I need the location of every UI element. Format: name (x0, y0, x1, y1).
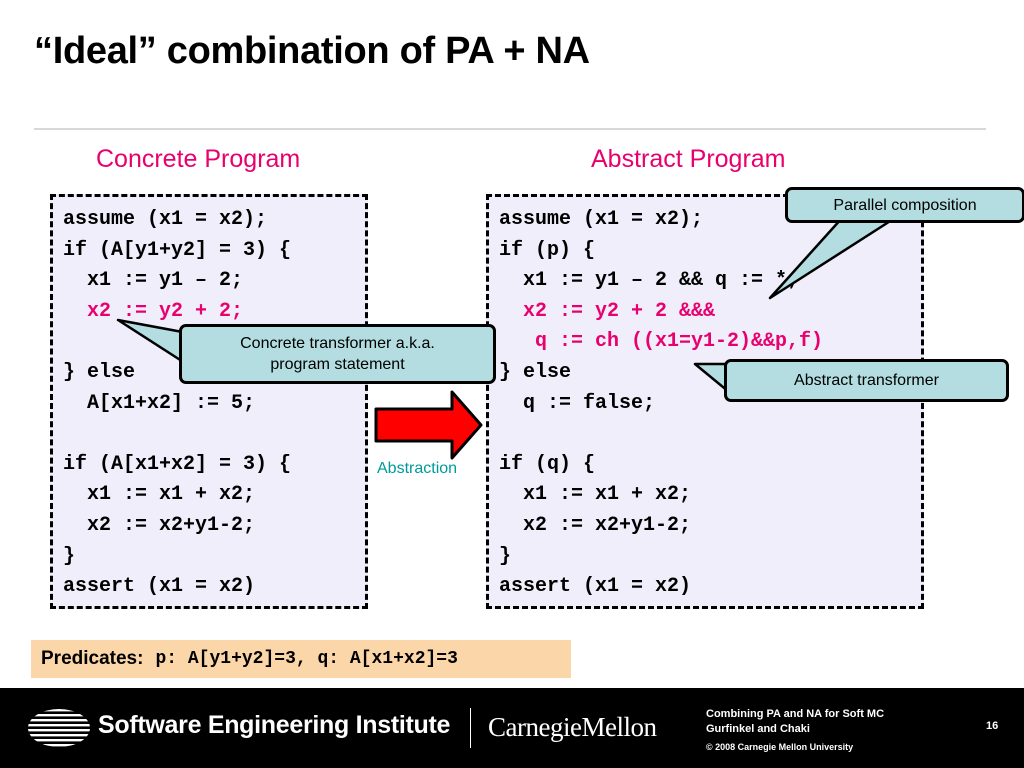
abstract-program-heading: Abstract Program (591, 145, 786, 173)
abstract-transformer-text: Abstract transformer (794, 372, 939, 389)
code-line: if (q) { (499, 452, 596, 476)
page-number: 16 (986, 720, 999, 732)
parallel-composition-callout: Parallel composition (785, 187, 1024, 223)
code-line: } (63, 544, 76, 568)
footer-divider (470, 708, 471, 748)
abstract-transformer-callout: Abstract transformer (724, 359, 1009, 402)
title-divider (34, 128, 986, 130)
abstraction-label: Abstraction (377, 460, 458, 477)
code-line: x1 := x1 + x2; (499, 483, 692, 507)
concrete-program-heading: Concrete Program (96, 145, 301, 173)
footer-talk-title: Combining PA and NA for Soft MC (706, 708, 885, 720)
code-line: x2 := y2 + 2; (63, 299, 244, 323)
callout-pointers (116, 216, 897, 460)
concrete-transformer-callout: Concrete transformer a.k.a. program stat… (179, 324, 496, 384)
cmu-wordmark: CarnegieMellon (488, 712, 657, 742)
code-line: x1 := y1 – 2 && q := *; (499, 269, 800, 293)
parallel-composition-text: Parallel composition (833, 196, 977, 214)
code-line: assume (x1 = x2); (63, 208, 268, 231)
code-line: A[x1+x2] := 5; (63, 391, 256, 415)
code-line: x2 := x2+y1-2; (499, 513, 692, 537)
code-line: q := ch ((x1=y1-2)&&p,f) (499, 330, 824, 354)
abstraction-arrow (374, 390, 483, 460)
concrete-code-box: assume (x1 = x2); if (A[y1+y2] = 3) { x1 … (50, 194, 368, 609)
code-line: x1 := x1 + x2; (63, 483, 256, 507)
code-line: if (A[x1+x2] = 3) { (63, 452, 292, 476)
code-line: } (499, 544, 512, 568)
concrete-code: assume (x1 = x2); if (A[y1+y2] = 3) { x1 … (63, 205, 365, 603)
predicates-box: Predicates: p: A[y1+y2]=3, q: A[x1+x2]=3 (31, 640, 571, 678)
code-line: x2 := y2 + 2 &&& (499, 299, 716, 323)
abstract-code-box: assume (x1 = x2); if (p) { x1 := y1 – 2 &… (486, 194, 924, 609)
abstract-code: assume (x1 = x2); if (p) { x1 := y1 – 2 &… (499, 205, 921, 603)
sei-globe-icon (28, 709, 90, 747)
code-line: } else (63, 360, 136, 384)
footer-authors: Gurfinkel and Chaki (706, 723, 810, 735)
code-line: q := false; (499, 391, 656, 415)
concrete-callout-pointer (116, 318, 190, 367)
slide-title: “Ideal” combination of PA + NA (34, 30, 590, 72)
code-line: x2 := x2+y1-2; (63, 513, 256, 537)
code-line: if (A[y1+y2] = 3) { (63, 238, 292, 262)
footer-bar (0, 688, 1024, 768)
parallel-callout-pointer (768, 216, 897, 300)
code-line: if (p) { (499, 238, 596, 262)
code-line: x1 := y1 – 2; (63, 269, 244, 293)
sei-wordmark: Software Engineering Institute (98, 711, 451, 739)
footer-copyright: © 2008 Carnegie Mellon University (706, 742, 854, 752)
predicates-value: p: A[y1+y2]=3, q: A[x1+x2]=3 (155, 649, 458, 669)
concrete-transformer-text: Concrete transformer a.k.a. program stat… (240, 335, 435, 373)
code-line: } else (499, 360, 572, 384)
predicates-label: Predicates: (41, 648, 144, 669)
code-line: assert (x1 = x2) (63, 575, 256, 599)
code-line: assume (x1 = x2); (499, 208, 704, 231)
code-line: assert (x1 = x2) (499, 575, 692, 599)
